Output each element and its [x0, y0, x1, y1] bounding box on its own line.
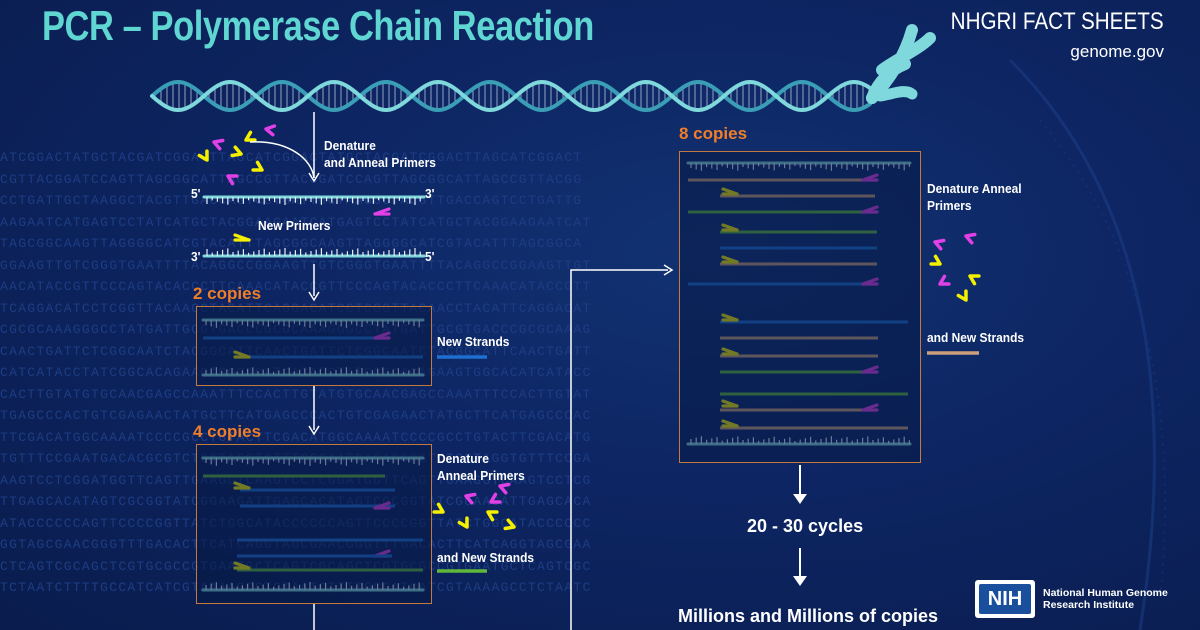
cycles-label: 20 - 30 cycles: [747, 516, 864, 536]
stage-4-copies: 4 copies: [193, 422, 262, 441]
free-primer: [968, 274, 981, 286]
stage-2-copies: 2 copies: [193, 284, 262, 303]
chromosome-arm: [866, 58, 911, 104]
nih-logo-text: NIH: [979, 584, 1031, 614]
free-primer: [933, 238, 946, 251]
brand-site: genome.gov: [1070, 42, 1164, 61]
institute-name-line1: National Human Genome: [1043, 587, 1168, 599]
free-primer: [457, 516, 469, 529]
label-denature-anneal-primers-4: Denature Anneal Primers: [437, 451, 525, 483]
label-denature-anneal: Denature and Anneal Primers: [324, 138, 436, 170]
background-sequence-line: AAGAATCATGAGTCCTATCATGCTACGGAAGAATCATGAG…: [0, 214, 592, 230]
free-primer: [251, 160, 264, 172]
arrow-head: [308, 291, 320, 302]
institute-name: National Human Genome Research Institute: [1043, 587, 1168, 611]
background-sequence-line: TAGCGGCAAGTTAGGGGCATCGTACATTTAGCGGCAAGTT…: [0, 236, 583, 251]
free-primer: [489, 492, 502, 504]
arrow-head: [663, 264, 674, 276]
free-primer: [464, 492, 477, 505]
background-sequence-line: TTCGACATGGCAAAATCCCCGCCTGTACTTCGACATGGCA…: [0, 429, 592, 445]
arrow-head: [793, 494, 807, 504]
brand-name: NHGRI FACT SHEETS: [951, 8, 1164, 35]
institute-name-line2: Research Institute: [1043, 599, 1135, 611]
connector-line: [570, 269, 668, 630]
decorative-arc-dotted: [1039, 119, 1166, 601]
background-sequence-line: GGAAGTTGTCGGGTGAATTTTACAGGCCGGAAGTTGTCGG…: [0, 257, 592, 273]
free-primer: [264, 124, 277, 137]
background-sequence-line: CGTTACGGATCCAGTTAGCGGCATTAGCCGTTACGGATCC…: [0, 171, 583, 187]
page-title: PCR – Polymerase Chain Reaction: [42, 2, 594, 49]
decorative-arc: [1008, 58, 1156, 630]
arrow-head: [793, 576, 807, 586]
helix-strand-front: [150, 79, 872, 113]
label-3prime-bottom: 3': [191, 249, 201, 264]
helix-strand-back: [150, 79, 872, 113]
nih-logo: NIH: [975, 580, 1035, 618]
free-primer: [244, 130, 257, 142]
free-primer: [432, 502, 445, 514]
free-primer: [964, 232, 977, 245]
background-sequence-line: AACATACCGTTCCCAGTACACCCTTCAAACATACCGTTCC…: [0, 279, 592, 294]
free-primer: [486, 510, 499, 522]
free-primer: [929, 254, 942, 266]
free-primer: [498, 482, 511, 495]
label-new-strands: New Strands: [437, 334, 510, 349]
free-primer: [226, 174, 239, 186]
label-new-primers: New Primers: [258, 218, 331, 233]
label-and-new-strands-8: and New Strands: [927, 330, 1025, 345]
box-4-copies: [196, 444, 432, 604]
arrow-head: [308, 425, 320, 436]
stage-8-copies: 8 copies: [679, 124, 748, 143]
label-and-new-strands-4: and New Strands: [437, 550, 535, 565]
free-primer: [956, 289, 968, 302]
free-primer: [212, 138, 225, 151]
curved-arrow: [249, 141, 315, 179]
background-sequence-line: ATCGGACTATGCTACGATCGGACTTAGCATCGGACTATGC…: [0, 150, 583, 165]
label-5prime-top: 5': [191, 186, 201, 201]
chromosome-arm: [874, 86, 918, 102]
box-8-copies: [679, 151, 921, 463]
label-denature-anneal-primers-8: Denature Anneal Primers: [927, 181, 1022, 213]
free-primer: [503, 518, 516, 531]
background-sequence-line: CACTTGTATGTGCAACGAGCCAAATTTCCACTTGTATGTG…: [0, 386, 592, 402]
background-sequence-line: TGAGCCCACTGTCGAGAACTATGCTTCATGAGCCCACTGT…: [0, 408, 592, 423]
free-primer: [197, 149, 209, 162]
free-primer: [230, 145, 243, 158]
label-5prime-bottom: 5': [425, 249, 435, 264]
free-primer: [938, 274, 951, 286]
curved-arrow-head: [308, 172, 320, 183]
label-3prime-top: 3': [425, 186, 435, 201]
result-label: Millions and Millions of copies: [678, 606, 939, 626]
box-2-copies: [196, 306, 432, 386]
chromosome-arm: [876, 32, 936, 76]
